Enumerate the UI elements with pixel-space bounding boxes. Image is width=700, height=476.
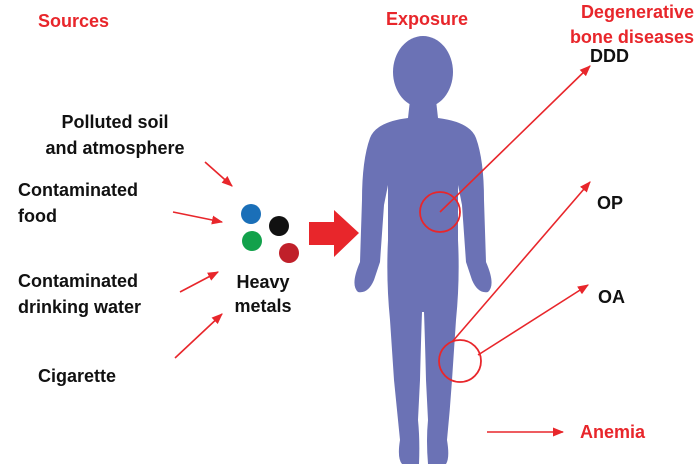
source-food-line1: Contaminated xyxy=(18,180,138,200)
disease-oa: OA xyxy=(598,287,625,307)
source-food-line2: food xyxy=(18,206,57,226)
diseases-heading-line1: Degenerative xyxy=(581,2,694,22)
diseases-heading-line2: bone diseases xyxy=(570,27,694,47)
metal-dot-red xyxy=(279,243,299,263)
human-body-silhouette xyxy=(354,36,492,464)
arrow-water xyxy=(179,271,219,293)
arrow-polluted xyxy=(204,161,233,187)
disease-ddd: DDD xyxy=(590,46,629,66)
disease-anemia: Anemia xyxy=(580,422,646,442)
knee-highlight-circle xyxy=(438,339,482,383)
spine-highlight-circle xyxy=(419,191,461,233)
exposure-arrow xyxy=(309,210,359,257)
source-polluted-line1: Polluted soil xyxy=(61,112,168,132)
metal-dot-green xyxy=(242,231,262,251)
metal-dot-black xyxy=(269,216,289,236)
disease-op: OP xyxy=(597,193,623,213)
arrow-cigarette xyxy=(174,313,223,359)
arrow-food xyxy=(172,211,224,225)
arrow-oa xyxy=(477,284,589,356)
source-cigarette: Cigarette xyxy=(38,366,116,386)
exposure-heading: Exposure xyxy=(386,9,468,29)
source-water-line2: drinking water xyxy=(18,297,141,317)
arrow-ddd xyxy=(439,65,591,213)
metal-dot-blue xyxy=(241,204,261,224)
source-polluted-line2: and atmosphere xyxy=(45,138,184,158)
metals-label-line2: metals xyxy=(234,296,291,316)
metals-label-line1: Heavy xyxy=(236,272,289,292)
sources-heading: Sources xyxy=(38,11,109,31)
source-water-line1: Contaminated xyxy=(18,271,138,291)
arrow-op xyxy=(451,181,591,343)
